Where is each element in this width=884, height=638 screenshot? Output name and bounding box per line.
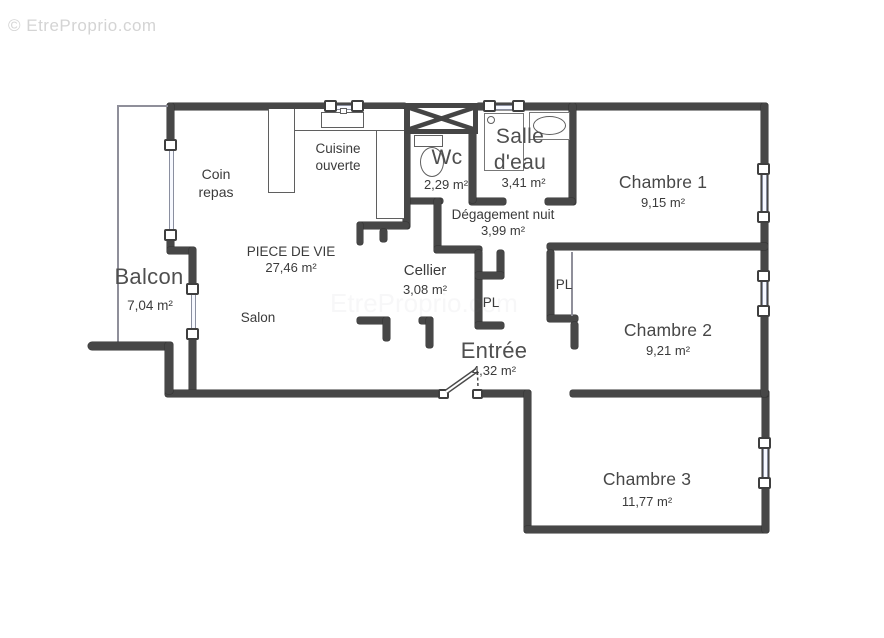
wall-bottom-entry-right [476,390,531,397]
label-piece-de-vie-area: 27,46 m² [265,260,317,275]
balcony-edge-top [117,105,168,107]
wall-left-lower-a [189,247,196,289]
wc-cistern [414,135,443,147]
placard-couloir-divider [475,272,504,279]
wall-left-jog [167,247,195,254]
label-degagement-name: Dégagement nuit [451,207,555,222]
wall-left-lower-b [189,334,196,396]
placard-couloir-right [497,250,504,279]
label-entree-name: Entrée [460,338,528,363]
label-wc-name: Wc [431,146,463,169]
label-wc-area: 2,29 m² [423,177,469,192]
wc-wall-bottom [406,198,443,204]
chambre3-wall-top [570,390,769,397]
placard-couloir-left [475,250,482,329]
label-cellier-name: Cellier [403,262,447,279]
cellier-jamb-b [426,317,433,348]
balcony-edge-left [117,105,119,343]
label-balcon-area: 7,04 m² [127,298,173,313]
label-chambre3-area: 11,77 m² [621,494,673,509]
shower-tray [484,113,524,171]
label-chambre3-name: Chambre 3 [602,469,692,489]
placard-ch2-left [547,250,554,320]
wc-salle-eau-divider [469,131,476,203]
kitchen-wall-bottom [357,222,409,229]
label-piece-de-vie-name: PIECE DE VIE [246,244,336,259]
placard-couloir-bottom [475,322,504,329]
cellier-jamb-a [383,317,390,341]
chambre3-wall-left [524,390,531,533]
label-chambre2-area: 9,21 m² [645,343,691,358]
kitchen-sink [321,112,364,128]
balcony-wall-bottom [88,342,172,350]
kitchen-counter-left [268,109,295,193]
placard-ch2-bottom [547,315,578,322]
salle-eau-wall-bottom-a [469,198,506,205]
cellier-wall-bottom-a [357,317,390,324]
wall-left-upper-b [167,236,174,254]
label-salle-eau-name: Salle d'eau [493,125,547,175]
kitchen-faucet-icon [340,108,347,114]
kitchen-wall-right [403,108,410,229]
duct-shaft [405,103,478,134]
kitchen-door-jamb-b [380,229,387,242]
toilet-icon [420,147,444,177]
label-placard-chambre2: PL [555,277,573,292]
duct-shaft-cross-icon [410,108,473,129]
label-cellier-area: 3,08 m² [402,282,448,297]
label-chambre1-area: 9,15 m² [640,195,686,210]
watermark: © EtreProprio.com [8,16,157,35]
label-chambre1-name: Chambre 1 [618,172,708,192]
shower-drain-icon [487,116,495,124]
label-salle-eau-area: 3,41 m² [501,175,546,190]
label-entree-area: 4,32 m² [471,363,517,378]
wall-bottom-living [165,390,444,397]
wall-top-right [476,103,768,110]
placard-ch2-front [571,252,573,316]
placard-ch2-stub [571,322,578,349]
label-placard-couloir: PL [482,295,500,310]
wall-top-left [167,103,407,110]
kitchen-counter-right [376,130,404,219]
label-coin-repas: Coin repas [198,166,234,200]
label-chambre2-name: Chambre 2 [623,320,713,340]
hall-wall-vert [434,198,441,253]
kitchen-door-jamb-a [357,222,363,245]
chambre1-wall-bottom [547,243,768,250]
label-cuisine: Cuisine ouverte [315,141,361,173]
salle-eau-wall-right [569,103,576,205]
chambre2-wall-right [761,243,768,397]
watermark-faint: EtreProprio.com [330,288,518,318]
label-balcon-name: Balcon [114,264,184,289]
wall-left-upper-a [167,103,174,145]
bathtub-basin-icon [533,116,566,135]
chambre3-wall-bottom [524,526,769,533]
hall-wall-horiz [434,246,482,253]
salle-eau-wall-bottom-b [545,198,575,205]
entry-door-swing-icon [444,367,479,395]
balcony-wall-step [165,342,173,394]
label-salon: Salon [240,310,276,325]
label-degagement-area: 3,99 m² [480,223,526,238]
